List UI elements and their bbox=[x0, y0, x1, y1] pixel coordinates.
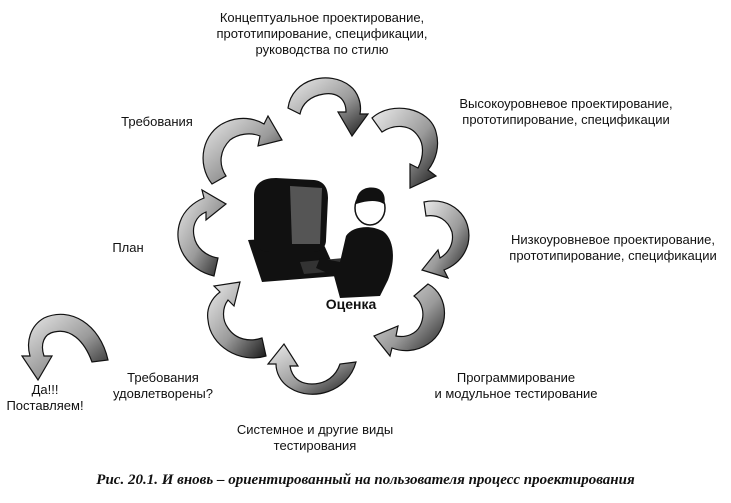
label-line: Программирование bbox=[456, 370, 576, 385]
cycle-arrow-right bbox=[420, 200, 470, 279]
label-requirements-met: Требования удовлетворены? bbox=[108, 370, 218, 402]
label-line: прототипирование, спецификации bbox=[509, 248, 717, 263]
label-requirements: Требования bbox=[121, 114, 193, 129]
label-low-level-design: Низкоуровневое проектирование, прототипи… bbox=[498, 232, 728, 264]
label-line: и модульное тестирование bbox=[434, 386, 598, 401]
label-line: Поставляем! bbox=[6, 398, 84, 413]
label-line: Да!!! bbox=[31, 382, 59, 397]
user-at-computer-icon bbox=[248, 178, 393, 298]
cycle-arrow-bottom bbox=[266, 342, 357, 395]
cycle-arrow-top-right bbox=[371, 107, 439, 189]
label-line: Концептуальное проектирование, bbox=[219, 10, 425, 25]
label-evaluation: Оценка bbox=[325, 296, 377, 312]
label-line: тестирования bbox=[273, 438, 357, 453]
label-programming: Программирование и модульное тестировани… bbox=[426, 370, 606, 402]
label-concept-design: Концептуальное проектирование, прототипи… bbox=[206, 10, 438, 58]
label-line: Высокоуровневое проектирование, bbox=[459, 96, 673, 111]
cycle-arrow-top-left bbox=[202, 114, 283, 185]
label-line: руководства по стилю bbox=[255, 42, 389, 57]
label-line: Системное и другие виды bbox=[236, 422, 394, 437]
cycle-arrow-bottom-left bbox=[207, 281, 267, 359]
label-line: удовлетворены? bbox=[112, 386, 214, 401]
label-system-testing: Системное и другие виды тестирования bbox=[230, 422, 400, 454]
figure-caption: Рис. 20.1. И вновь – ориентированный на … bbox=[96, 472, 635, 488]
label-high-level-design: Высокоуровневое проектирование, прототип… bbox=[446, 96, 686, 128]
label-line: Требования bbox=[127, 370, 199, 385]
label-line: Низкоуровневое проектирование, bbox=[510, 232, 715, 247]
label-line: прототипирование, спецификации, bbox=[216, 26, 428, 41]
cycle-arrow-top bbox=[287, 77, 370, 138]
cycle-arrow-left bbox=[177, 188, 228, 277]
cycle-arrow-bottom-right bbox=[373, 283, 446, 358]
label-plan: План bbox=[112, 240, 144, 255]
label-line: прототипирование, спецификации bbox=[462, 112, 670, 127]
exit-arrow bbox=[20, 313, 109, 382]
label-yes-ship: Да!!! Поставляем! bbox=[4, 382, 86, 414]
